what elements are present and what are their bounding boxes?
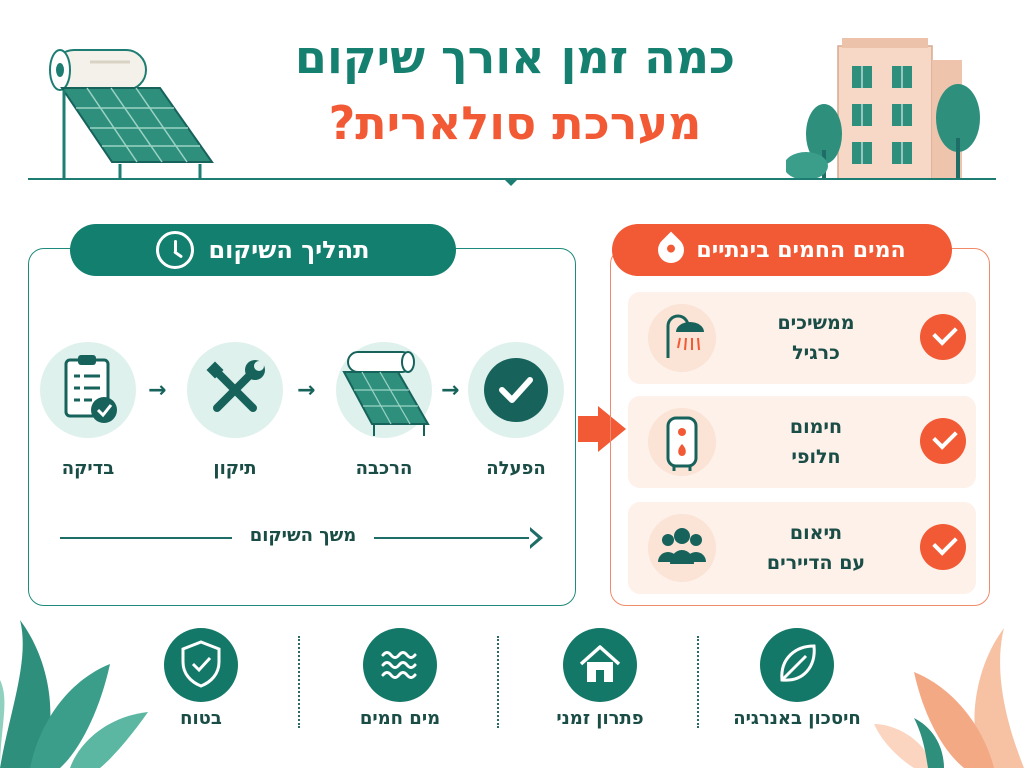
check-icon	[920, 524, 966, 570]
page-title-line1: כמה זמן אורך שיקום	[294, 30, 736, 84]
check-icon	[920, 314, 966, 360]
people-icon	[658, 528, 706, 564]
card-line2: כרגיל	[792, 342, 840, 364]
card-line2: עם הדיירים	[766, 552, 866, 574]
feature-label-energy: חיסכון באנרגיה	[733, 708, 861, 729]
page-title-line2: מערכת סולארית?	[328, 96, 702, 150]
card-line1: תיאום	[789, 522, 843, 544]
feature-label-temporary: פתרון זמני	[556, 708, 644, 729]
water-waves-icon	[381, 651, 417, 679]
card-text-alt-heating: חימום חלופי	[728, 412, 904, 472]
leaves-left-illustration	[0, 620, 148, 768]
water-heater-icon	[666, 416, 698, 471]
feature-circle-temporary	[563, 628, 637, 702]
step-label-repair: תיקון	[213, 458, 257, 479]
feature-label-hot-water: מים חמים	[359, 708, 441, 729]
step-circle-activation	[468, 342, 564, 438]
solar-heater-illustration	[49, 49, 214, 178]
tools-icon	[206, 360, 265, 412]
feature-label-safe: בטוח	[180, 708, 222, 729]
water-drop-icon	[652, 231, 690, 269]
shower-icon-circle	[648, 304, 716, 372]
feature-circle-energy	[760, 628, 834, 702]
shower-icon	[666, 314, 704, 358]
step-circle-repair	[187, 342, 283, 438]
leaf-icon	[780, 644, 816, 682]
shield-check-icon	[181, 640, 221, 688]
duration-arrowhead-inner	[529, 530, 538, 546]
step-arrow-2: →	[297, 378, 316, 403]
meanwhile-card-continue: ממשיכים כרגיל	[628, 292, 976, 384]
feature-divider-1	[298, 636, 300, 728]
building-illustration	[786, 38, 980, 180]
clock-icon	[156, 231, 195, 269]
water-heater-icon-circle	[648, 408, 716, 476]
card-text-coordination: תיאום עם הדיירים	[728, 518, 904, 578]
divider-notch	[504, 179, 518, 186]
meanwhile-header: המים החמים בינתיים	[612, 224, 952, 276]
people-icon-circle	[648, 514, 716, 582]
card-line2: חלופי	[791, 446, 841, 468]
process-header: תהליך השיקום	[70, 224, 456, 276]
leaves-right-illustration	[874, 628, 1024, 768]
step-label-inspection: בדיקה	[61, 458, 115, 479]
step-label-activation: הפעלה	[486, 458, 546, 479]
feature-divider-2	[497, 636, 499, 728]
step-label-installation: הרכבה	[355, 458, 413, 479]
panel-connector-arrow	[578, 416, 600, 442]
process-header-label: תהליך השיקום	[208, 236, 370, 264]
checkmark-icon	[484, 358, 548, 422]
solar-panel-icon	[342, 351, 430, 436]
card-line1: חימום	[789, 416, 843, 438]
meanwhile-card-alt-heating: חימום חלופי	[628, 396, 976, 488]
feature-circle-safe	[164, 628, 238, 702]
duration-label: משך השיקום	[232, 525, 374, 546]
feature-divider-3	[697, 636, 699, 728]
step-circle-inspection	[40, 342, 136, 438]
card-text-continue: ממשיכים כרגיל	[728, 308, 904, 368]
house-icon	[579, 645, 621, 682]
clipboard-check-icon	[64, 355, 117, 423]
meanwhile-card-coordination: תיאום עם הדיירים	[628, 502, 976, 594]
check-icon	[920, 418, 966, 464]
meanwhile-header-label: המים החמים בינתיים	[696, 237, 906, 263]
step-arrow-3: →	[441, 378, 460, 403]
panel-connector-arrowhead	[598, 406, 626, 452]
feature-circle-hot-water	[363, 628, 437, 702]
step-arrow-1: →	[148, 378, 167, 403]
card-line1: ממשיכים	[777, 312, 855, 334]
step-circle-installation	[336, 342, 432, 438]
